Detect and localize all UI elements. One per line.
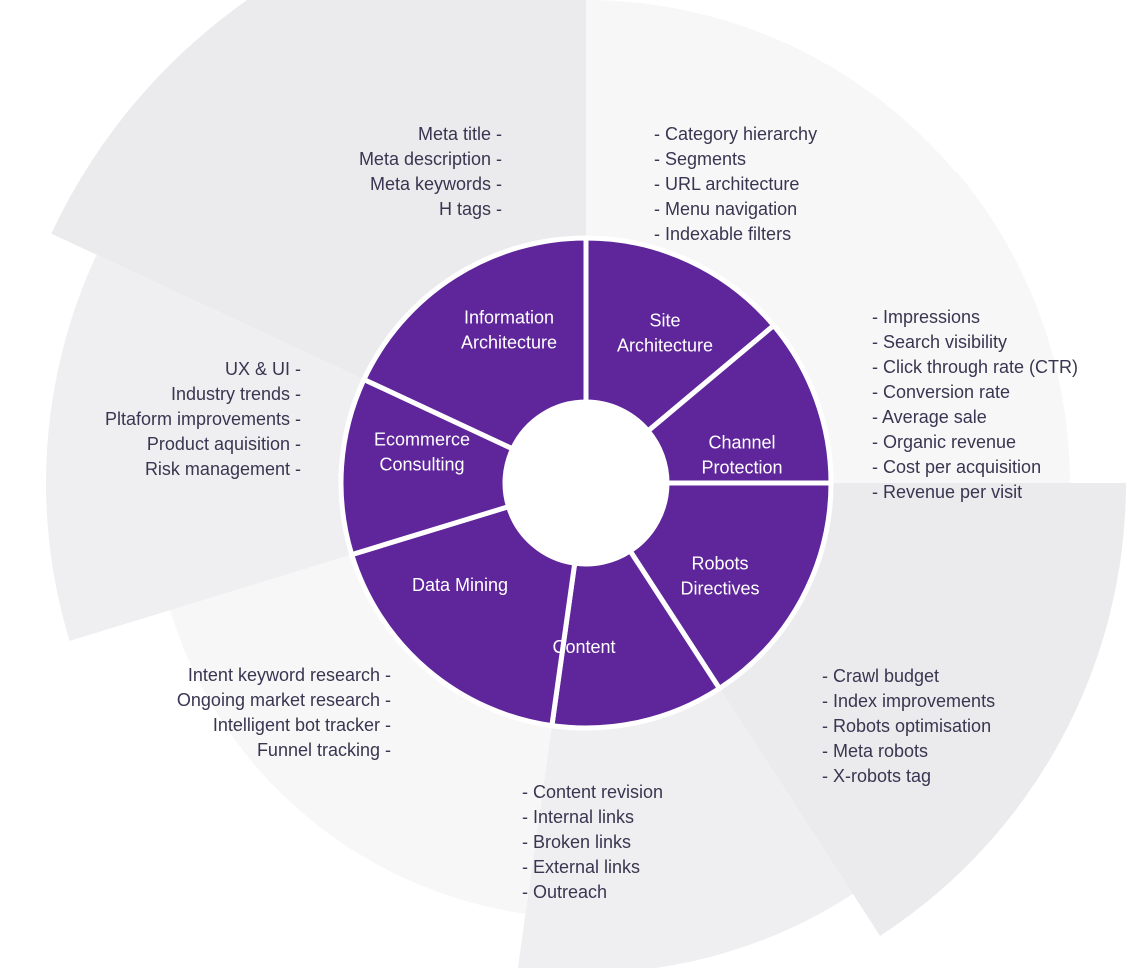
list-item: UX & UI -	[225, 359, 301, 379]
segment-channel-protection	[626, 480, 834, 692]
list-item: Intelligent bot tracker -	[213, 715, 391, 735]
segment-label-ecommerce-consulting: Ecommerce	[374, 430, 470, 450]
list-item: - Cost per acquisition	[872, 457, 1041, 477]
list-item: Pltaform improvements -	[105, 409, 301, 429]
segment-label-site-architecture: Architecture	[617, 336, 713, 356]
list-item: Risk management -	[145, 459, 301, 479]
list-item: Industry trends -	[171, 384, 301, 404]
list-item: - Impressions	[872, 307, 980, 327]
list-item: Meta description -	[359, 149, 502, 169]
segment-label-information-architecture: Information	[464, 308, 554, 328]
segment-label-robots-directives: Directives	[680, 579, 759, 599]
list-item: Funnel tracking -	[257, 740, 391, 760]
list-item: - Meta robots	[822, 741, 928, 761]
list-item: - X-robots tag	[822, 766, 931, 786]
list-item: - Crawl budget	[822, 666, 939, 686]
list-item: - Click through rate (CTR)	[872, 357, 1078, 377]
list-item: - Internal links	[522, 807, 634, 827]
segment-label-information-architecture: Architecture	[461, 333, 557, 353]
list-item: H tags -	[439, 199, 502, 219]
outer-wedge-data-mining	[46, 254, 513, 641]
list-item: - Category hierarchy	[654, 124, 817, 144]
list-item: Product aquisition -	[147, 434, 301, 454]
list-item: Intent keyword research -	[188, 665, 391, 685]
segment-label-content: Content	[552, 637, 615, 657]
list-item: - Organic revenue	[872, 432, 1016, 452]
list-item: - Content revision	[522, 782, 663, 802]
segment-label-data-mining: Data Mining	[412, 575, 508, 595]
segment-label-ecommerce-consulting: Consulting	[379, 455, 464, 475]
list-item: Ongoing market research -	[177, 690, 391, 710]
list-item: - Outreach	[522, 882, 607, 902]
segment-label-robots-directives: Robots	[691, 554, 748, 574]
list-item: Meta keywords -	[370, 174, 502, 194]
list-item: - Conversion rate	[872, 382, 1010, 402]
list-item: - Robots optimisation	[822, 716, 991, 736]
list-item: - Revenue per visit	[872, 482, 1022, 502]
item-lists: Meta title - Meta description - Meta keywo…	[105, 124, 1078, 902]
segment-label-channel-protection: Channel	[708, 433, 775, 453]
list-item: - Broken links	[522, 832, 631, 852]
list-item: - URL architecture	[654, 174, 799, 194]
center-circle	[505, 402, 667, 564]
center-hub	[505, 402, 667, 564]
list-item: - Index improvements	[822, 691, 995, 711]
list-item: - Search visibility	[872, 332, 1007, 352]
list-item: - Segments	[654, 149, 746, 169]
segment-label-channel-protection: Protection	[701, 458, 782, 478]
list-item: Meta title -	[418, 124, 502, 144]
list-item: - External links	[522, 857, 640, 877]
list-item: - Indexable filters	[654, 224, 791, 244]
list-item: - Menu navigation	[654, 199, 797, 219]
segment-label-site-architecture: Site	[649, 311, 680, 331]
list-item: - Average sale	[872, 407, 987, 427]
